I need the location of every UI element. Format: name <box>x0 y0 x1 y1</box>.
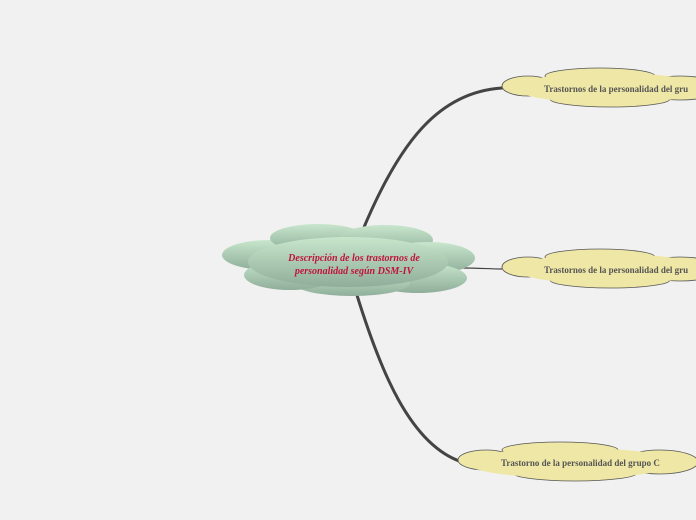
central-topic-label: Descripción de los trastornos de persona… <box>288 253 420 277</box>
connector-group-a <box>360 86 504 234</box>
node-group-b-cloud[interactable] <box>501 248 696 289</box>
central-topic-cloud[interactable] <box>222 224 475 296</box>
node-group-a-cloud[interactable] <box>501 67 696 108</box>
connector-group-c <box>354 290 464 464</box>
node-group-b-label: Trastornos de la personalidad del gru <box>544 265 689 275</box>
node-group-c-label: Trastorno de la personalidad del grupo C <box>501 458 660 468</box>
node-group-a-label: Trastornos de la personalidad del gru <box>544 84 689 94</box>
connector-group-b <box>461 267 503 270</box>
node-group-c-cloud[interactable] <box>457 441 696 482</box>
